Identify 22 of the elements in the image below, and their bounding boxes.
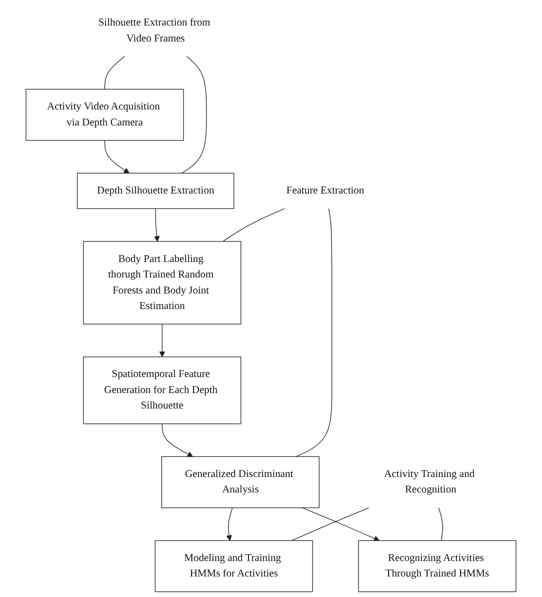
connector [292,507,370,541]
connector [438,507,443,541]
node-box: Body Part Labelling thorugh Trained Random Forests and Body Joint Estimation [83,241,242,324]
arrow [104,140,130,174]
node-box: Recognizing Activities Through Trained HMMs [358,540,516,592]
node-box: Activity Video Acquisition via Depth Camera [26,88,184,141]
node-box: Generalized Discriminant Analysis [161,456,320,508]
connector [296,208,332,457]
node-box: Spatiotemporal Feature Generation for Each Depth Silhouette [83,356,242,424]
node-text: Activity Training and Recognition [384,468,475,496]
connector [222,208,285,242]
connector [182,56,207,174]
arrow [162,423,193,457]
arrow [154,208,160,242]
arrow [159,324,166,358]
arrow [302,507,380,542]
node-box: Modeling and Training HMMs for Activities [154,540,313,592]
node-box: Depth Silhouette Extraction [77,172,234,209]
node-text: Silhouette Extraction from Video Frames [98,17,210,44]
node-text: Feature Extraction [286,185,364,196]
arrow [226,507,233,541]
connector [104,56,125,90]
